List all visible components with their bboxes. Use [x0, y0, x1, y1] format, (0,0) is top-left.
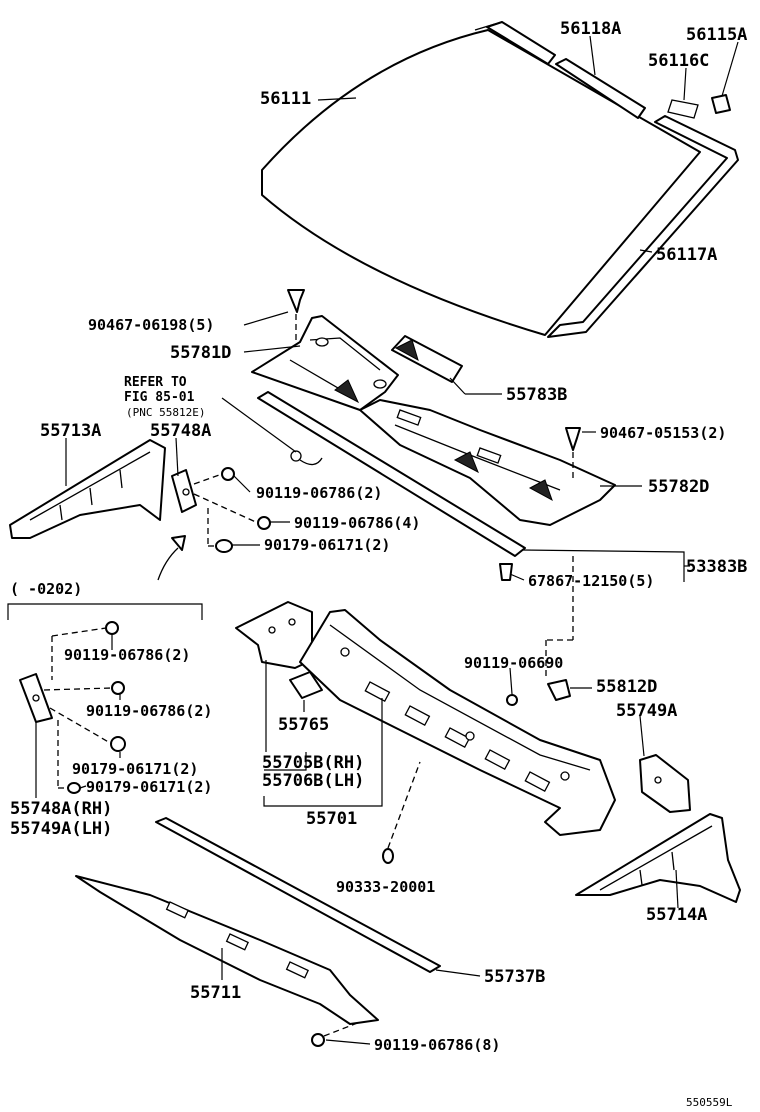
label-range: ( -0202) — [10, 580, 82, 598]
clip-90467-06198 — [287, 289, 305, 345]
label-55701: 55701 — [306, 809, 357, 829]
clip-90467-05153 — [565, 427, 581, 480]
plate-55765 — [289, 671, 323, 699]
windshield-glass — [261, 23, 701, 336]
label-90119-06786-2: 90119-06786(2) — [256, 484, 382, 502]
label-55705b: 55705B(RH) — [262, 753, 364, 773]
label-90179-06171-2b: 90179-06171(2) — [72, 760, 198, 778]
label-56115a: 56115A — [686, 25, 747, 45]
range-bracket — [7, 603, 203, 620]
label-90333-20001: 90333-20001 — [336, 878, 435, 896]
label-55749a: 55749A — [616, 701, 677, 721]
label-90179-06171-2: 90179-06171(2) — [264, 536, 390, 554]
label-56118a: 56118A — [560, 19, 621, 39]
label-55812d: 55812D — [596, 677, 657, 697]
label-90119-06786-8: 90119-06786(8) — [374, 1036, 500, 1054]
label-90467-06198: 90467-06198(5) — [88, 316, 214, 334]
label-55711: 55711 — [190, 983, 241, 1003]
label-90119-06786-4: 90119-06786(4) — [294, 514, 420, 532]
side-panel-55714a — [575, 813, 741, 903]
label-90119-06786-2b: 90119-06786(2) — [64, 646, 190, 664]
diagram-id: 550559L — [686, 1096, 733, 1109]
arrow-indicator — [157, 535, 186, 581]
label-55749a-lh: 55749A(LH) — [10, 819, 112, 839]
cowl-weatherstrip — [257, 391, 526, 557]
label-55713a: 55713A — [40, 421, 101, 441]
bracket-55705b — [235, 601, 313, 669]
bolts-upper-left — [193, 467, 271, 553]
bracket-55748a-top — [171, 469, 197, 513]
grommet-90333 — [382, 761, 421, 864]
label-56116c: 56116C — [648, 51, 709, 71]
bolt-90119-06786-8 — [311, 1021, 361, 1047]
label-55737b: 55737B — [484, 967, 545, 987]
label-67867-12150: 67867-12150(5) — [528, 572, 654, 590]
panel-55711 — [75, 875, 379, 1025]
label-55765: 55765 — [278, 715, 329, 735]
label-56111: 56111 — [260, 89, 311, 109]
clip-55812d — [506, 556, 574, 706]
clip-67867 — [499, 563, 513, 581]
label-56117a: 56117A — [656, 245, 717, 265]
label-90119-06786-2c: 90119-06786(2) — [86, 702, 212, 720]
label-55783b: 55783B — [506, 385, 567, 405]
label-90467-05153: 90467-05153(2) — [600, 424, 726, 442]
label-55781d: 55781D — [170, 343, 231, 363]
label-90119-06690: 90119-06690 — [464, 654, 563, 672]
clip-55812e — [290, 450, 323, 466]
bracket-55749a — [639, 754, 691, 813]
molding-strips — [486, 21, 739, 338]
leader-lines — [35, 35, 739, 1045]
refer-line-2: FIG 85-01 — [124, 390, 195, 405]
cowl-panel-55701 — [299, 609, 616, 836]
cowl-louver-center — [391, 335, 463, 383]
label-55748a-rh: 55748A(RH) — [10, 799, 112, 819]
part-labels: 56118A 56115A 56116C 56111 56117A 90467-… — [10, 19, 747, 1109]
bracket-55748a-lower — [19, 621, 126, 794]
label-53383b: 53383B — [686, 557, 747, 577]
seal-55737b — [155, 817, 441, 973]
label-55748a: 55748A — [150, 421, 211, 441]
cowl-louver-right — [359, 399, 616, 526]
refer-line-1: REFER TO — [124, 375, 187, 390]
label-55714a: 55714A — [646, 905, 707, 925]
label-55782d: 55782D — [648, 477, 709, 497]
label-55706b: 55706B(LH) — [262, 771, 364, 791]
label-90179-06171-2c: 90179-06171(2) — [86, 778, 212, 796]
side-panel-55713a — [9, 439, 166, 539]
refer-line-3: (PNC 55812E) — [126, 406, 205, 419]
